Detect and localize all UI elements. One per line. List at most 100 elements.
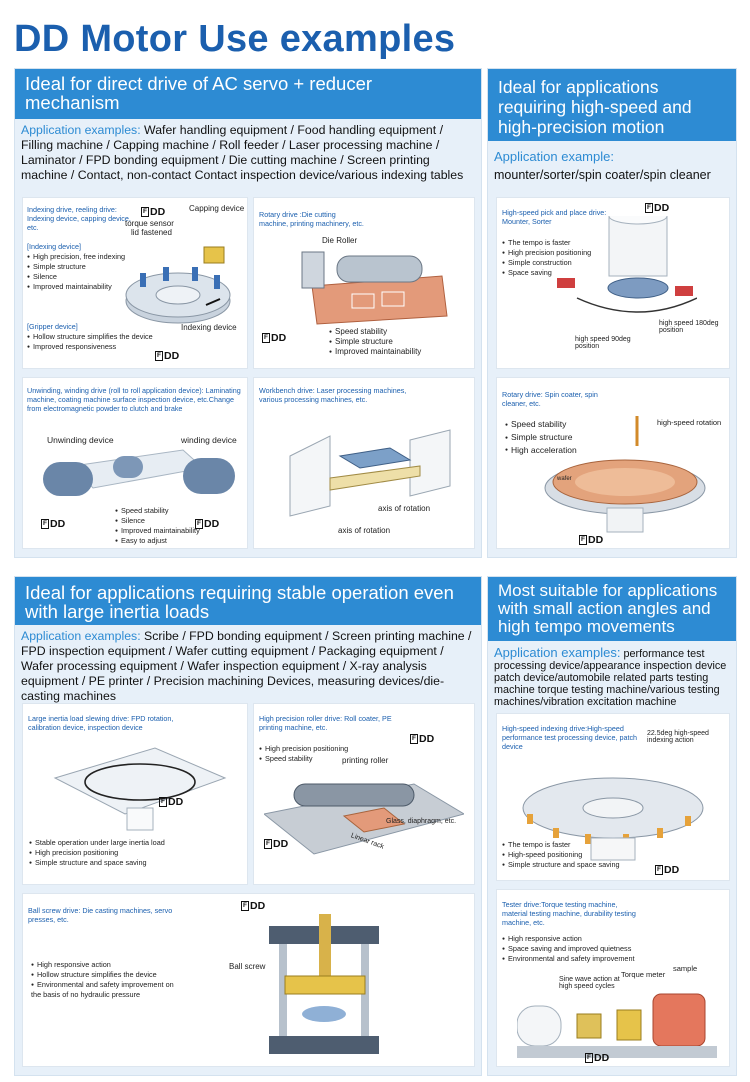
- list-item: Improved maintainability: [329, 347, 421, 357]
- card-caption: High-speed indexing drive:High-speed per…: [502, 724, 638, 751]
- list-item: Hollow structure simplifies the device: [27, 332, 153, 342]
- die-roller-illustration: [301, 251, 448, 325]
- list-item: Simple structure and space saving: [502, 860, 620, 870]
- card-caption: Tester drive:Torque testing machine, mat…: [502, 900, 636, 927]
- pick-place-illustration: [557, 216, 697, 313]
- card-unwinding: Unwinding, winding drive (roll to roll a…: [22, 377, 248, 549]
- list-item: Improved responsiveness: [27, 342, 153, 352]
- card-caption: Ball screw drive: Die casting machines, …: [28, 906, 173, 924]
- annotation: high-speed rotation: [657, 418, 722, 427]
- list-item: High acceleration: [505, 444, 577, 457]
- feature-list: Speed stability Simple structure Improve…: [329, 327, 421, 357]
- annotation: wafer: [557, 476, 572, 482]
- list-item: Simple structure: [505, 431, 577, 444]
- list-item: Environmental and safety improvement: [502, 954, 635, 964]
- application-examples: Application examples: Scribe / FPD bondi…: [21, 629, 472, 703]
- servo-press-illustration: [269, 914, 379, 1054]
- printing-roller-illustration: [264, 783, 464, 855]
- card-caption: High precision roller drive: Roll coater…: [259, 714, 392, 732]
- feature-list: The tempo is faster High-speed positioni…: [502, 840, 620, 870]
- annotation: 22.5deg high-speed indexing action: [647, 730, 709, 744]
- card-roller-drive: High precision roller drive: Roll coater…: [253, 703, 475, 885]
- feature-list: Speed stability Simple structure High ac…: [505, 418, 577, 456]
- section-heading: Ideal for direct drive of AC servo + red…: [15, 69, 481, 119]
- card-caption: Rotary drive: Spin coater, spin cleaner,…: [502, 390, 598, 408]
- list-item: Stable operation under large inertia loa…: [29, 838, 165, 848]
- feature-list: High responsive action Space saving and …: [502, 934, 635, 964]
- card-indexing-drive: Indexing drive, reeling drive: Indexing …: [22, 197, 248, 369]
- section-heading: Ideal for applications requiring stable …: [15, 577, 481, 625]
- annotation: winding device: [181, 435, 237, 445]
- feature-list: Hollow structure simplifies the device I…: [27, 332, 153, 352]
- list-item: High precision positioning: [259, 744, 348, 754]
- feature-list: High responsive action Hollow structure …: [31, 960, 181, 1000]
- card-caption: Large inertia load slewing drive: FPD ro…: [28, 714, 174, 732]
- section-ac-servo: Ideal for direct drive of AC servo + red…: [14, 68, 482, 558]
- card-pick-and-place: High-speed pick and place drive: Mounter…: [496, 197, 730, 369]
- list-item: Simple construction: [502, 258, 591, 268]
- list-item: Environmental and safety improvement on …: [31, 980, 181, 1000]
- list-item: Speed stability: [259, 754, 348, 764]
- list-item: High responsive action: [31, 960, 181, 970]
- annotation: sample: [673, 964, 698, 973]
- list-item: Improved maintainability: [27, 282, 125, 292]
- list-item: Silence: [115, 516, 200, 526]
- list-item: High precision positioning: [29, 848, 165, 858]
- card-caption: Rotary drive :Die cutting machine, print…: [259, 210, 364, 228]
- list-item: Speed stability: [329, 327, 421, 337]
- card-workbench: Workbench drive: Laser processing machin…: [253, 377, 475, 549]
- annotation: Die Roller: [322, 236, 358, 245]
- annotation: Sine wave action at high speed cycles: [559, 976, 620, 990]
- card-spin-coater: Rotary drive: Spin coater, spin cleaner,…: [496, 377, 730, 549]
- tester-illustration: [517, 993, 717, 1058]
- list-item: Easy to adjust: [115, 536, 200, 546]
- list-item: Simple structure: [27, 262, 125, 272]
- annotation: torque sensor: [125, 219, 174, 228]
- list-heading: [Indexing device]: [27, 242, 81, 251]
- feature-list: High precision positioning Speed stabili…: [259, 744, 348, 764]
- annotation: axis of rotation: [378, 504, 431, 513]
- annotation: axis of rotation: [338, 526, 391, 535]
- list-item: Space saving and improved quietness: [502, 944, 635, 954]
- list-item: High precision, free indexing: [27, 252, 125, 262]
- feature-list: Speed stability Silence Improved maintai…: [115, 506, 200, 546]
- annotation: Ball screw: [229, 962, 266, 971]
- card-hs-indexing: High-speed indexing drive:High-speed per…: [496, 713, 730, 881]
- card-caption: Indexing drive, reeling drive: Indexing …: [27, 205, 131, 232]
- section-high-speed: Ideal for applications requiring high-sp…: [487, 68, 737, 558]
- list-item: High-speed positioning: [502, 850, 620, 860]
- indexing-table-illustration: [125, 246, 231, 324]
- list-item: Hollow structure simplifies the device: [31, 970, 181, 980]
- card-large-inertia: Large inertia load slewing drive: FPD ro…: [22, 703, 248, 885]
- feature-list: The tempo is faster High precision posit…: [502, 238, 591, 278]
- section-large-inertia: Ideal for applications requiring stable …: [14, 576, 482, 1076]
- section-heading: Most suitable for applications with smal…: [488, 577, 736, 641]
- annotation: high speed 90deg position: [575, 336, 631, 350]
- annotation: Unwinding device: [47, 435, 114, 445]
- annotation: printing roller: [342, 756, 389, 765]
- list-item: Speed stability: [115, 506, 200, 516]
- card-caption: High-speed pick and place drive: Mounter…: [502, 208, 607, 226]
- inertia-table-illustration: [53, 747, 227, 831]
- list-item: Improved maintainability: [115, 526, 200, 536]
- feature-list: High precision, free indexing Simple str…: [27, 252, 125, 292]
- feature-list: Stable operation under large inertia loa…: [29, 838, 165, 868]
- card-caption: Workbench drive: Laser processing machin…: [259, 386, 407, 404]
- indexing-disc-illustration: [522, 777, 704, 861]
- section-small-angle: Most suitable for applications with smal…: [487, 576, 737, 1076]
- list-item: High responsive action: [502, 934, 635, 944]
- annotation: lid fastened: [131, 228, 172, 237]
- list-item: Simple structure: [329, 337, 421, 347]
